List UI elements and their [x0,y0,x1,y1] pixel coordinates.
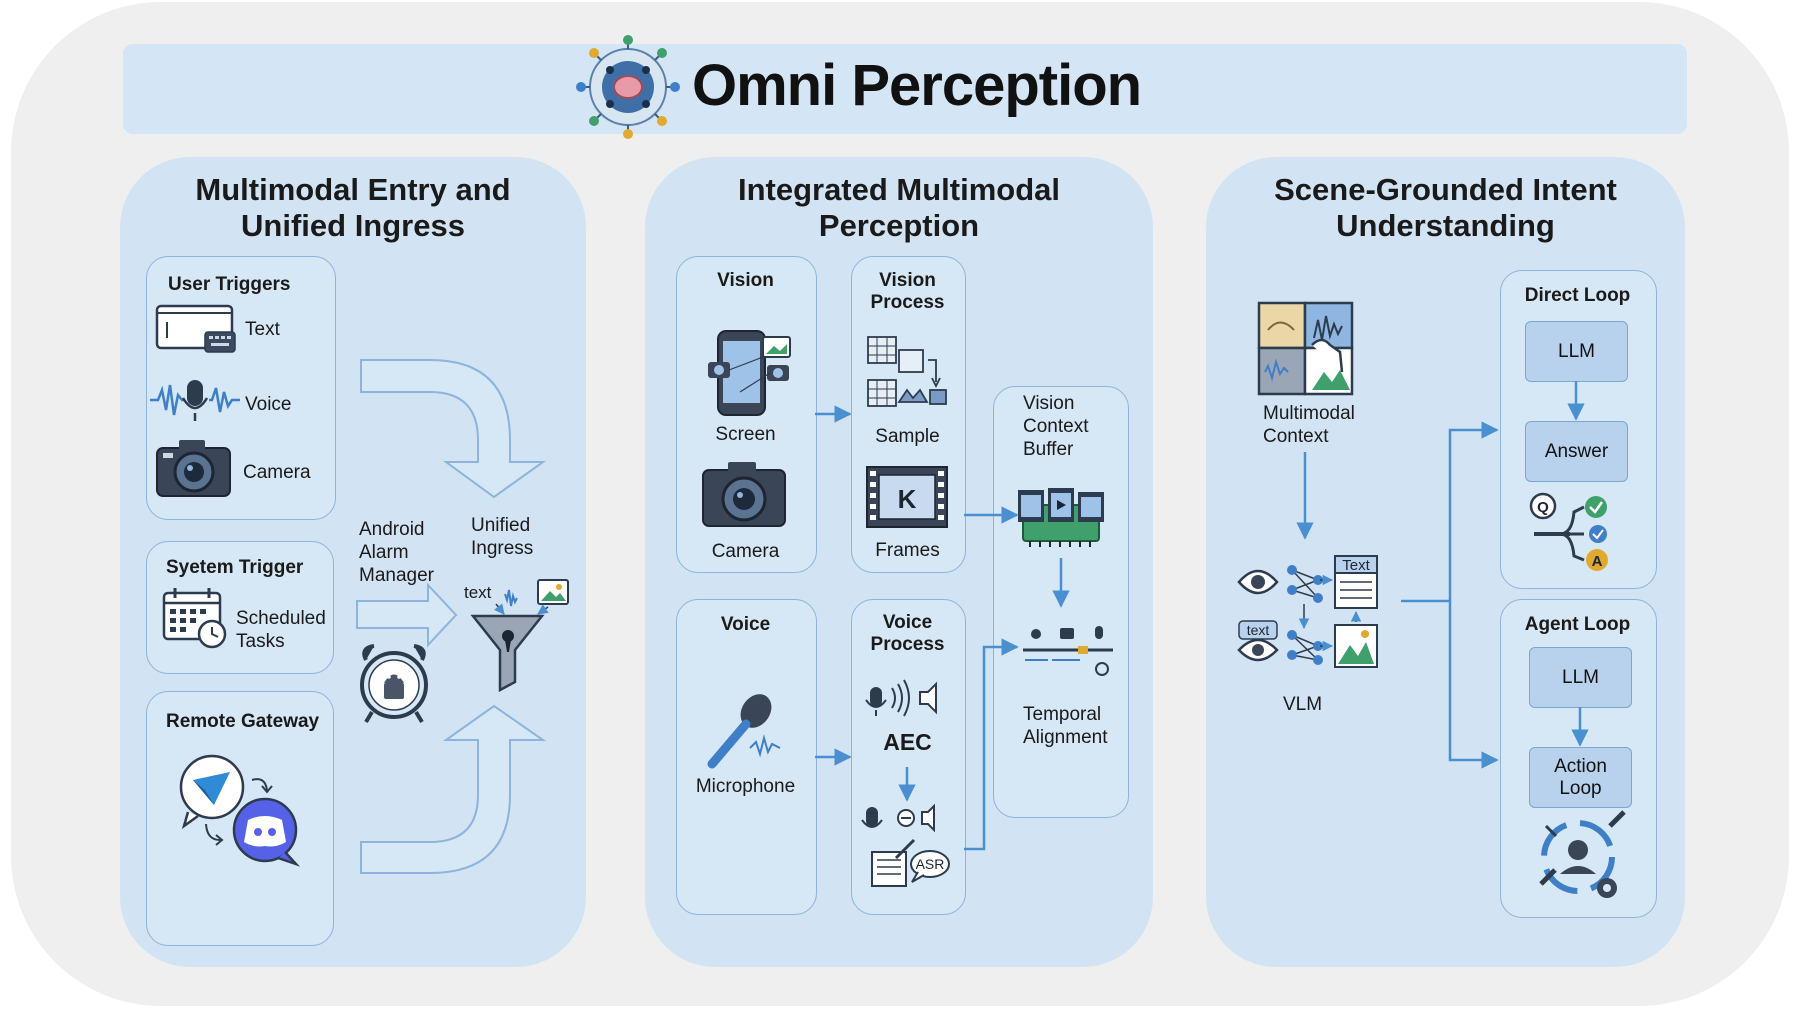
perception-flow-arrows [815,405,1070,851]
voice-box [676,599,817,915]
vision-camera-icon [702,462,786,527]
unified-ingress-funnel-icon [470,579,569,693]
microphone-label: Microphone [695,776,796,797]
voice-process-title-line1: Voice [882,612,933,633]
discord-icon [232,797,301,867]
unified-label-line1: Unified [471,515,531,536]
vision-process-title-line1: Vision [879,270,936,291]
asr-speech-recognition-icon: ASR [861,803,950,887]
alarm-label-line1: Android [359,519,425,540]
buffer-label-line3: Buffer [1023,439,1074,460]
intent-panel-title: Scene-Grounded Intent Understanding [1206,172,1685,244]
multimodal-context-line1: Multimodal [1263,403,1355,424]
multimodal-context-line2: Context [1263,426,1329,447]
camera-trigger-label: Camera [243,462,311,483]
system-trigger-title: Syetem Trigger [166,557,304,578]
action-loop-box: Action Loop [1529,747,1632,808]
intent-title-line2: Understanding [1336,208,1555,243]
vision-camera-label: Camera [711,541,780,562]
aec-echo-cancel-icon [865,679,937,717]
camera-icon [156,440,231,497]
vision-process-title: Vision Process [851,270,964,314]
remote-gateway-title: Remote Gateway [166,711,320,732]
sample-label: Sample [875,426,940,447]
voice-process-title: Voice Process [851,612,964,656]
vlm-network-icon: Text text [1237,555,1378,668]
voice-title: Voice [720,614,771,635]
bottom-curved-flow-arrow [360,704,547,874]
voice-wave-microphone-icon [150,380,240,421]
ingress-title-line2: Unified Ingress [241,208,465,243]
title-banner [123,44,1687,134]
frames-label: Frames [875,540,940,561]
scheduled-label-line1: Scheduled [236,608,326,629]
vision-context-buffer-box [993,386,1129,818]
vision-process-title-line2: Process [870,292,945,313]
svg-text:A: A [1592,553,1603,570]
direct-loop-title: Direct Loop [1524,285,1631,306]
vision-title: Vision [717,270,774,291]
perception-title-line1: Integrated Multimodal [737,172,1061,207]
text-trigger-label: Text [245,319,280,340]
text-input-icon [155,304,236,353]
screen-label: Screen [715,424,776,445]
buffer-label-line2: Context [1023,416,1089,437]
page-title: Omni Perception [692,53,1142,118]
buffer-label-line1: Vision [1023,393,1075,414]
perception-title-line2: Perception [818,208,980,243]
action-loop-line2: Loop [1559,777,1602,799]
top-curved-flow-arrow [360,359,547,499]
sample-grid-icon [867,336,947,407]
vision-buffer-chip-icon [1018,488,1104,547]
chat-app-icon [179,754,245,830]
alarm-label-line3: Manager [359,565,434,586]
action-loop-line1: Action [1554,755,1607,777]
android-alarm-clock-icon [360,644,428,724]
voice-trigger-label: Voice [245,394,292,415]
agent-loop-title: Agent Loop [1524,614,1631,635]
vlm-label: VLM [1283,694,1323,715]
funnel-text-label: text [464,583,492,602]
temporal-alignment-timeline-icon [1023,626,1113,676]
voice-process-title-line2: Process [870,634,945,655]
vlm-text-label: Text [1342,557,1370,574]
answer-choices-icon: Q A [1529,492,1608,571]
alarm-label-line2: Alarm [359,542,409,563]
ingress-title-line1: Multimodal Entry and [195,172,511,207]
calendar-clock-icon [162,588,227,649]
unified-label-line2: Ingress [471,538,534,559]
ingress-panel-title: Multimodal Entry and Unified Ingress [120,172,586,244]
svg-text:Q: Q [1537,499,1549,516]
microphone-icon [707,694,781,769]
answer-box: Answer [1525,421,1628,482]
temporal-label-line1: Temporal [1023,704,1102,725]
perception-panel-title: Integrated Multimodal Perception [645,172,1153,244]
aec-label: AEC [883,729,932,755]
middle-flow-arrow [356,582,458,648]
intent-title-line1: Scene-Grounded Intent [1274,172,1617,207]
temporal-label-line2: Alignment [1023,727,1108,748]
asr-label: ASR [916,856,945,872]
gateway-exchange-arrows-icon [205,778,273,846]
vlm-text-small-label: text [1247,622,1270,638]
svg-text:K: K [898,484,917,514]
multimodal-context-puzzle-icon [1257,301,1354,396]
screen-phone-icon [708,330,791,416]
action-loop-cycle-icon [1539,810,1626,898]
scheduled-label-line2: Tasks [236,631,285,652]
intent-flow-arrows [1296,381,1589,769]
frames-filmstrip-icon: K [866,466,948,528]
user-triggers-title: User Triggers [168,274,291,295]
